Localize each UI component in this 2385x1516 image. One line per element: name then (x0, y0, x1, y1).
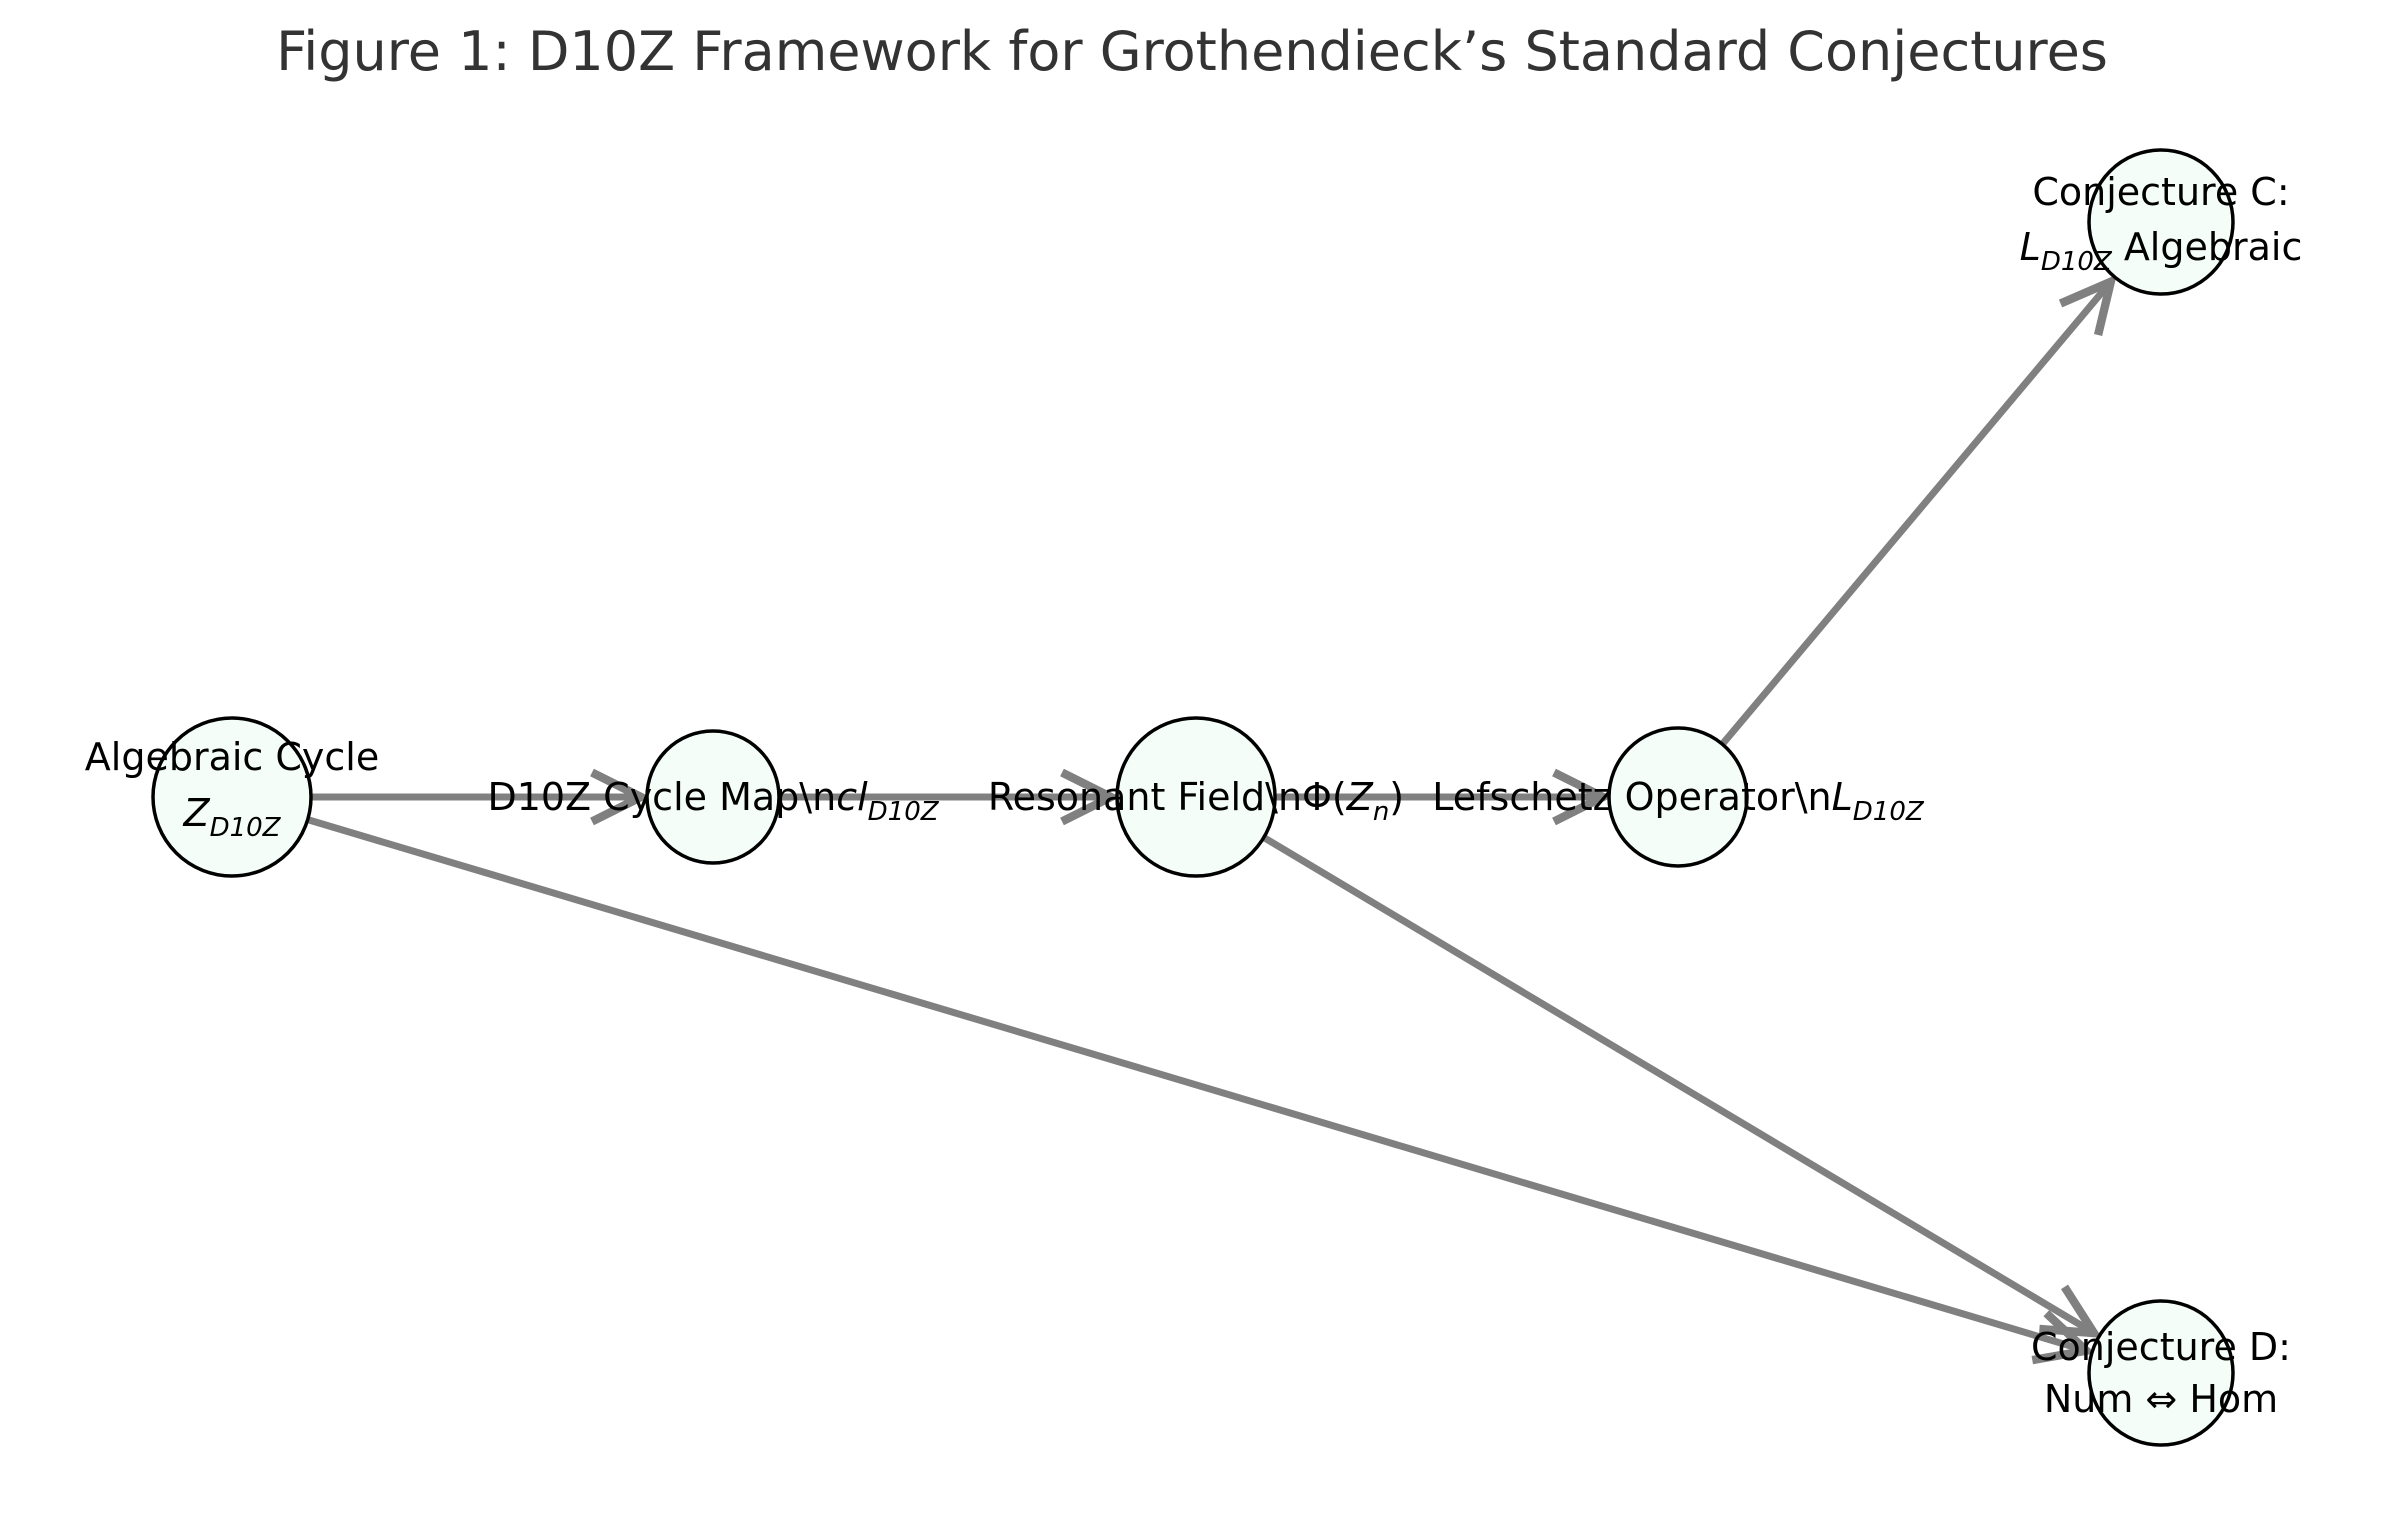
label-math-subscript: D10Z (2041, 247, 2113, 277)
label-suffix: Algebraic (2112, 225, 2303, 269)
figure-title: Figure 1: D10Z Framework for Grothendiec… (276, 20, 2108, 83)
label-math-symbol: cl (836, 775, 868, 819)
edge-field-to-conjD (1262, 834, 2103, 1338)
node-label-conjD-line-1: Conjecture D: (2031, 1325, 2291, 1369)
label-suffix: ) (1389, 775, 1404, 819)
label-math-symbol: L (1832, 775, 1853, 819)
node-conjD[interactable] (2087, 1299, 2235, 1447)
label-math-subscript: D10Z (1853, 797, 1925, 827)
node-label-conjC-line-2: LD10Z Algebraic (2020, 225, 2303, 277)
node-label-cycle-line-1: Algebraic Cycle (85, 735, 379, 779)
node-cycle[interactable] (151, 716, 313, 878)
node-label-conjC-line-1: Conjecture C: (2032, 170, 2289, 214)
label-text: Conjecture D: (2031, 1325, 2291, 1369)
label-math-subscript: D10Z (868, 797, 940, 827)
nodes-layer (151, 148, 2235, 1447)
node-conjC[interactable] (2087, 148, 2235, 296)
node-field[interactable] (1115, 716, 1277, 878)
label-text: Num ⇔ Hom (2044, 1377, 2278, 1421)
node-label-lefschetz-line-1: Lefschetz Operator\nLD10Z (1432, 775, 1925, 827)
label-math-symbol: Z (1346, 775, 1374, 819)
node-map[interactable] (645, 729, 781, 865)
label-text: Conjecture C: (2032, 170, 2289, 214)
label-math-symbol: Z (183, 791, 211, 835)
edge-cycle-to-conjD (306, 816, 2096, 1365)
label-math-subscript: D10Z (210, 813, 282, 843)
label-text: Algebraic Cycle (85, 735, 379, 779)
label-text: Resonant Field\nΦ( (988, 775, 1347, 819)
node-label-map-line-1: D10Z Cycle Map\nclD10Z (487, 775, 939, 827)
node-label-conjD-line-2: Num ⇔ Hom (2044, 1377, 2278, 1421)
node-lefschetz[interactable] (1607, 726, 1749, 868)
label-math-subscript: n (1373, 797, 1389, 827)
edges-layer (306, 274, 2117, 1365)
label-text: Lefschetz Operator\n (1432, 775, 1831, 819)
edge-lefschetz-to-conjC (1719, 274, 2117, 747)
node-label-field-line-1: Resonant Field\nΦ(Zn) (988, 775, 1404, 827)
node-label-cycle-line-2: ZD10Z (183, 791, 282, 843)
label-math-symbol: L (2020, 225, 2041, 269)
label-text: D10Z Cycle Map\n (487, 775, 836, 819)
